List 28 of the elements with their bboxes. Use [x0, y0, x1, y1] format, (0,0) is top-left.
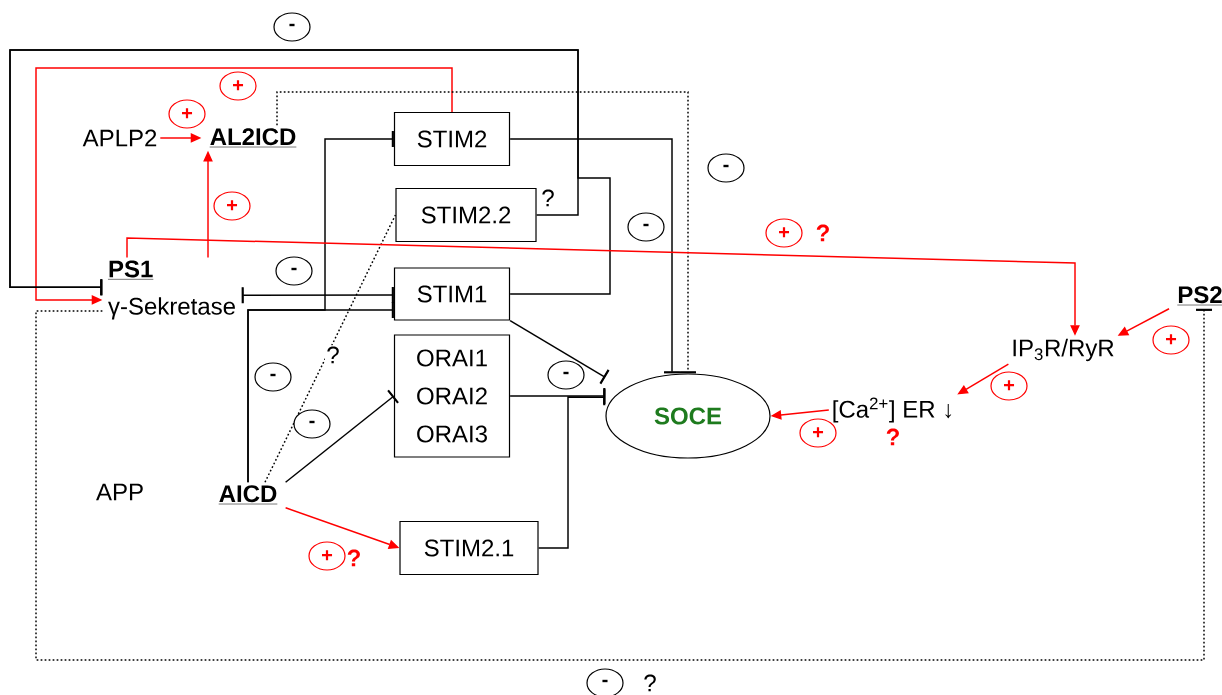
node-label: PS2: [1177, 286, 1222, 306]
node-label: IP$_{3}$R/RyR: [1013, 338, 1114, 362]
inhibition-line: [35, 308, 1212, 661]
node-label: PS1 γ-Sekretase: [107, 260, 235, 320]
question-mark: ?: [644, 674, 656, 692]
dotted-line: [264, 214, 397, 483]
question-mark: ?: [816, 224, 829, 242]
question-mark: ?: [347, 549, 360, 567]
protein-box: STIM2.1: [399, 520, 539, 576]
node-label: AL2ICD: [209, 128, 297, 148]
question-mark: ?: [886, 428, 899, 446]
inhibition-line: [276, 91, 696, 374]
arrow: [35, 67, 453, 305]
ellipse-node: SOCE: [605, 373, 771, 459]
inhibition-line: [284, 389, 399, 483]
protein-box: STIM1: [393, 267, 511, 321]
protein-box: STIM2: [393, 111, 511, 167]
node-label: AICD: [218, 485, 278, 505]
inhibition-line: [537, 389, 606, 549]
node-label: APP: [96, 483, 143, 501]
inhibition-line: [247, 302, 394, 483]
question-mark: ?: [542, 189, 554, 207]
edge-label: ?: [325, 345, 341, 365]
protein-box: STIM2.2: [395, 187, 537, 243]
protein-box: ORAI1 ORAI2 ORAI3: [393, 334, 511, 458]
node-label: APLP2: [82, 129, 157, 147]
inhibition-line: [241, 287, 394, 304]
inhibition-line: [509, 138, 680, 374]
